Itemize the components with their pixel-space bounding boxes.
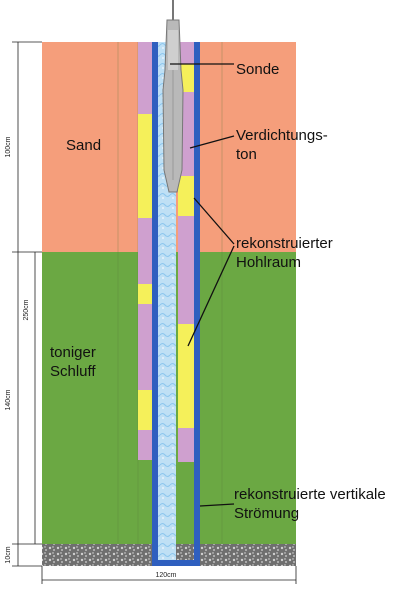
dim-140cm: 140cm <box>5 389 12 410</box>
casing-right-wall <box>194 42 200 566</box>
label-schluff-1: toniger <box>50 344 96 361</box>
casing-left-wall <box>152 42 158 566</box>
label-sonde: Sonde <box>236 61 279 78</box>
dim-10cm: 10cm <box>5 546 12 563</box>
label-hohlraum-2: Hohlraum <box>236 254 301 271</box>
leader-lines <box>170 63 235 507</box>
label-verdichtung-2: ton <box>236 146 257 163</box>
dim-100cm: 100cm <box>5 136 12 157</box>
label-stroemung-2: Strömung <box>234 505 299 522</box>
label-stroemung-1: rekonstruierte vertikale <box>234 486 386 503</box>
dim-250cm: 250cm <box>23 299 30 320</box>
label-hohlraum-1: rekonstruierter <box>236 235 333 252</box>
dim-120cm: 120cm <box>155 572 176 579</box>
dimension-lines <box>12 41 297 584</box>
label-schluff-2: Schluff <box>50 363 96 380</box>
probe <box>162 0 184 193</box>
label-verdichtung-1: Verdichtungs- <box>236 127 328 144</box>
casing-bottom <box>152 560 200 566</box>
label-sand: Sand <box>66 137 101 154</box>
left-seal-column <box>138 42 154 460</box>
